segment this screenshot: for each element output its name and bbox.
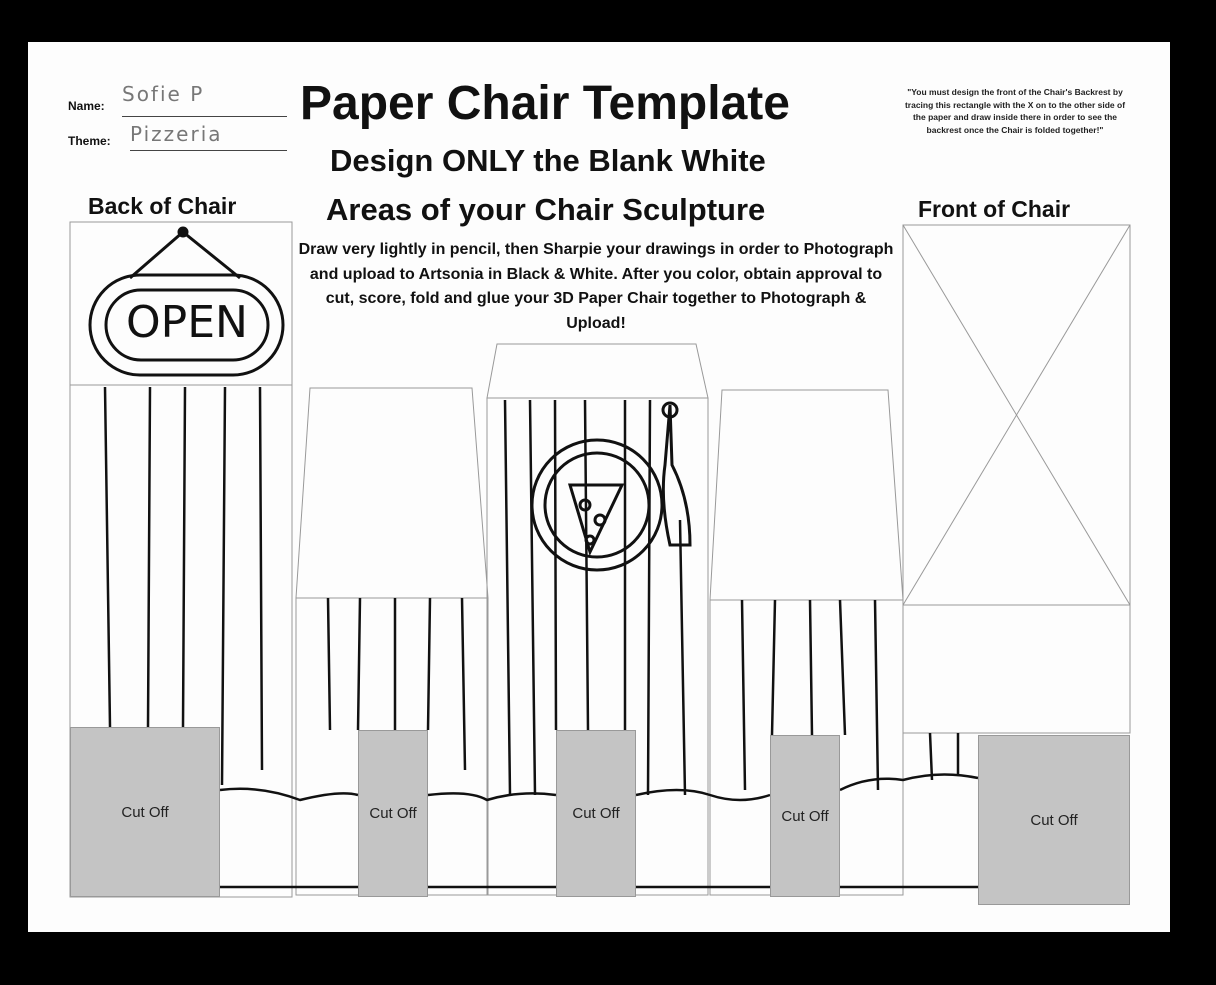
theme-label: Theme: [68, 134, 111, 148]
seat-top-trapezoid [486, 343, 709, 399]
name-field[interactable]: Sofie P [122, 82, 287, 117]
instructions: Draw very lightly in pencil, then Sharpi… [298, 241, 894, 332]
pizza-sign-drawing [530, 401, 692, 572]
right-side-trapezoid [709, 389, 904, 601]
cut-off-area: Cut Off [70, 727, 220, 897]
left-side-trapezoid [295, 387, 489, 599]
back-panel [69, 384, 293, 898]
subtitle-line1: Design ONLY the Blank White [330, 143, 766, 178]
name-label: Name: [68, 99, 105, 113]
back-of-chair-heading: Back of Chair [88, 193, 237, 219]
front-lower-panel [902, 604, 1131, 734]
stripes-drawing [103, 386, 979, 889]
cut-off-area: Cut Off [770, 735, 840, 897]
backrest-note: "You must design the front of the Chair'… [904, 87, 1126, 135]
theme-field[interactable]: Pizzeria [130, 122, 287, 151]
wavy-line [219, 773, 979, 802]
cut-off-area: Cut Off [978, 735, 1130, 905]
open-sign-text: OPEN [126, 297, 248, 348]
page-title: Paper Chair Template [300, 77, 790, 130]
subtitle-line2: Areas of your Chair Sculpture [326, 192, 766, 227]
cut-off-area: Cut Off [358, 730, 428, 897]
cut-off-area: Cut Off [556, 730, 636, 897]
open-sign-drawing [88, 226, 285, 377]
front-of-chair-heading: Front of Chair [918, 196, 1071, 222]
